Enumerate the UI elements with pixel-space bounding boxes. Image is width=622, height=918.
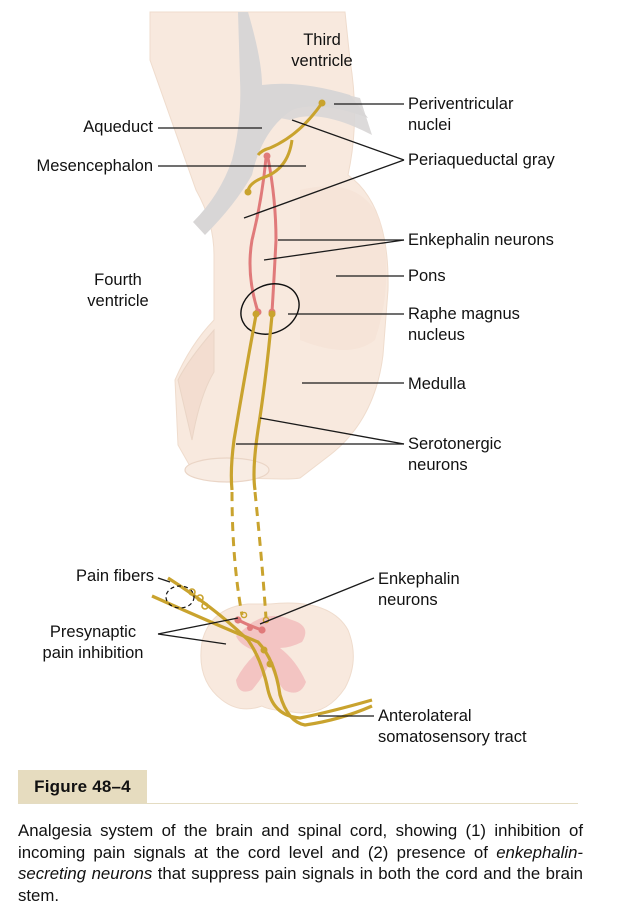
figure-caption: Analgesia system of the brain and spinal… [18,820,583,906]
figure-label: Figure 48–4 [18,770,147,803]
pain-fiber-terminal-2 [266,660,274,668]
cord-enkephalin-soma-2 [258,626,266,634]
periaqueductal-soma [244,188,252,196]
enkephalin-soma-top [263,152,271,160]
periaqueductal-fiber [246,139,294,193]
gray-matter [236,615,306,693]
periventricular-fiber [256,102,324,156]
label-periaqueductal-gray: Periaqueductal gray [408,151,555,169]
periventricular-soma [318,99,326,107]
caption-text-2: that suppress pain signals in both the c… [18,864,583,905]
dorsal-root-ganglion [165,585,195,609]
cord-enkephalin-soma-1 [234,616,242,624]
label-raphe-magnus: Raphe magnus nucleus [408,305,520,344]
analgesia-system-diagram: Third ventricle Aqueduct Mesencephalon P… [36,11,555,746]
enkephalin-fiber-right [266,157,278,313]
pain-fiber-1 [167,576,373,720]
caption-text-1: Analgesia system of the brain and spinal… [18,821,583,862]
label-periventricular-nuclei: Periventricular nuclei [408,95,514,134]
label-aqueduct: Aqueduct [83,118,153,136]
serotonergic-fiber-left [229,314,258,491]
pain-fiber-2 [151,594,373,727]
figure-divider [18,803,578,804]
fourth-ventricle-notch [177,328,215,441]
label-anterolateral-tract: Anterolateral somatosensory tract [378,707,527,746]
pons-bulge [300,186,387,350]
label-presynaptic-inhibition: Presynaptic pain inhibition [42,623,144,662]
serotonergic-dashed-right [253,491,268,619]
ventricular-system [193,12,368,235]
serotonergic-soma-left [252,310,260,318]
label-third-ventricle: Third ventricle [291,31,353,70]
enkephalin-fiber-left [248,157,268,313]
label-pons: Pons [408,267,446,285]
label-mesencephalon: Mesencephalon [36,157,154,175]
cord-enkephalin-soma-3 [247,625,253,631]
label-serotonergic-neurons: Serotonergic neurons [408,435,502,474]
medulla-cut-surface [184,457,270,483]
label-pain-fibers: Pain fibers [76,567,154,585]
serotonergic-dashed-left [230,491,244,616]
serotonergic-fiber-right [252,314,274,491]
ventricle-upper-band [250,92,372,135]
leader-lines [157,103,405,717]
label-enkephalin-neurons-top: Enkephalin neurons [408,231,554,249]
diagram-artwork [149,11,405,727]
raphe-magnus-outline [240,283,300,335]
label-enkephalin-neurons-cord: Enkephalin neurons [378,570,460,609]
serotonergic-soma-right [268,310,276,318]
label-medulla: Medulla [408,375,466,393]
pain-fiber-terminal [260,646,268,654]
caption-emphasis: enkephalin-secreting neurons [18,842,583,884]
label-fourth-ventricle: Fourth ventricle [87,271,149,310]
